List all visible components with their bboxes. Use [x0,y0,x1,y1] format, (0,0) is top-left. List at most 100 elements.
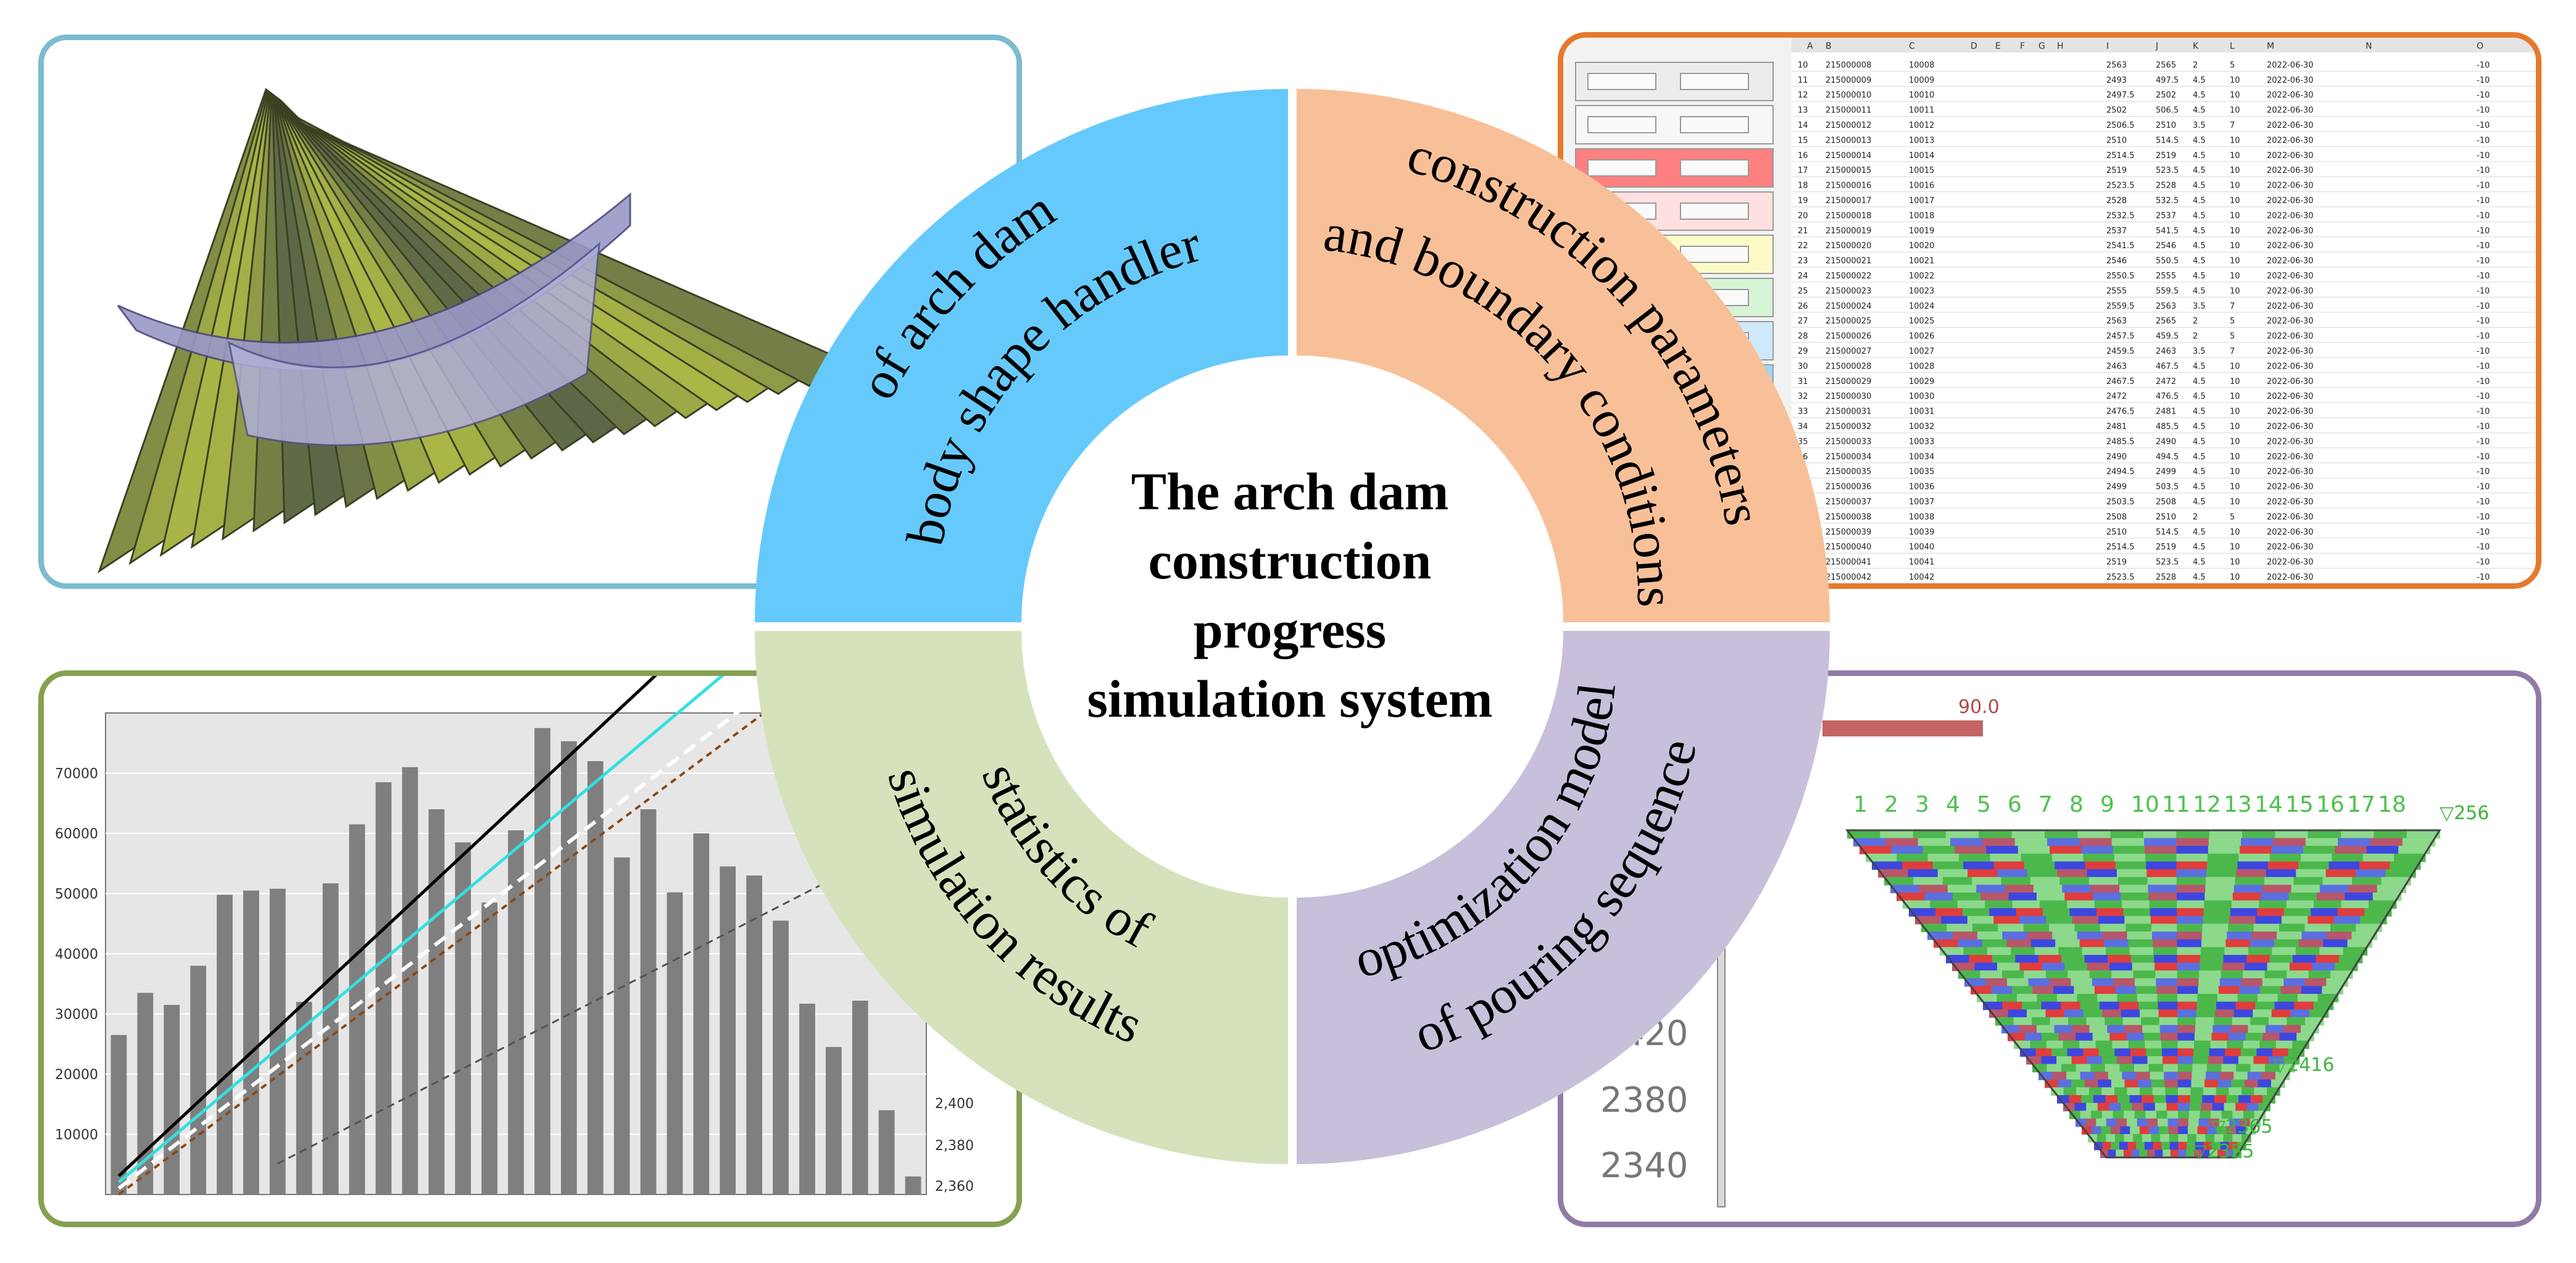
pour-block [2214,1017,2233,1026]
pour-block [2203,908,2231,917]
pour-block [2215,1009,2235,1018]
sheet-cell: 215000010 [1826,91,1871,100]
pour-block [2345,892,2374,901]
pour-block [2225,939,2251,948]
pour-block [1897,853,1929,862]
pour-block [2402,838,2436,847]
sheet-cell: 7 [2230,302,2235,311]
stats-bar [825,1047,842,1194]
stats-bar [164,1004,180,1194]
pour-block [2207,853,2240,862]
pour-block [2079,838,2113,847]
pour-block [2177,915,2204,925]
pour-block [2063,1040,2080,1049]
pour-block [2201,939,2227,948]
sheet-cell: 14 [1798,121,1808,130]
sheet-cell: 2550.5 [2106,272,2135,281]
pour-column-number: 4 [1946,792,1960,817]
arch-face [227,241,600,446]
pour-block [2258,994,2279,1002]
sheet-cell: 3.5 [2193,302,2206,311]
pour-block [2109,1033,2127,1041]
sheet-cell: -10 [2477,452,2490,462]
pour-block [2177,1001,2198,1011]
pour-block [2080,1111,2092,1119]
pour-block [1927,853,1960,862]
pour-block [2177,932,2203,940]
pour-block [1974,962,1998,972]
sheet-cell: 215000022 [1826,272,1871,281]
sheet-cell: 2510 [2156,512,2176,522]
sheet-cell: 10 [2230,151,2240,160]
stats-bar [110,1035,127,1194]
pour-block [2130,1048,2147,1057]
pour-block [2224,1103,2237,1112]
pour-block [2333,915,2361,925]
pour-block [2224,947,2249,956]
sheet-column-header: D [1971,41,1977,51]
pour-block [2106,1134,2116,1143]
pour-block [1952,932,1978,940]
pour-block [2237,994,2258,1002]
pour-block [2243,970,2266,979]
pour-block [2038,954,2063,964]
pour-block [2178,1149,2187,1158]
pour-block [2272,1048,2289,1057]
pour-block [2366,846,2399,854]
sheet-column-header: A [1807,41,1813,51]
pour-block [2279,1033,2298,1041]
sheet-cell: 10 [2230,392,2240,401]
pour-block [1942,877,1973,886]
pour-block [2113,1111,2125,1119]
pour-block [2304,923,2331,933]
pour-block [2195,1025,2214,1034]
pour-block [2198,1118,2210,1127]
pour-block [2163,1064,2179,1073]
pour-block [2046,1064,2063,1073]
sheet-cell: 2022-06-30 [2267,467,2314,477]
pour-block [2356,923,2382,933]
pour-block [1985,978,2008,987]
pour-block [2139,1149,2148,1158]
pour-block [2232,1017,2251,1026]
pour-block [2230,908,2258,917]
pour-block [2064,892,2093,901]
sheet-column-header: J [2155,41,2158,51]
pour-block [2146,1048,2163,1057]
sheet-cell: 24 [1798,272,1808,281]
pour-block [2255,915,2282,925]
pour-block [1930,900,1958,909]
pour-block [2061,954,2085,964]
pour-block [1963,947,1988,956]
sheet-cell: 3.5 [2193,121,2206,130]
pour-block [2202,923,2229,933]
pour-block [2205,1072,2221,1080]
pour-block [2177,947,2201,956]
pour-block [2238,853,2271,862]
sheet-cell: 2565 [2156,317,2176,326]
sheet-cell: 10015 [1909,166,1934,175]
pour-block [2187,1141,2196,1151]
pour-block [2149,1126,2160,1135]
pour-block [1987,947,2012,956]
pour-block [1952,892,1982,901]
pour-block [2225,1048,2242,1057]
pour-block [1946,830,1980,839]
pour-block [2084,954,2109,964]
pour-block [2021,853,2053,862]
sheet-cell: 2022-06-30 [2267,332,2314,341]
pour-block [2194,1033,2212,1041]
pour-block [2216,1126,2227,1135]
pour-block [2219,1118,2230,1127]
pour-block [2235,1103,2248,1112]
pour-block [2022,1001,2042,1011]
sheet-cell: 10039 [1909,528,1934,537]
pour-block [2113,846,2146,854]
pour-block [2064,1009,2084,1018]
sheet-cell: 215000024 [1826,302,1871,311]
pour-block [2221,1064,2237,1073]
sheet-panel-button [1587,159,1656,177]
sheet-cell: 33 [1798,407,1808,417]
pour-block [1947,923,1973,933]
pour-block [2274,1001,2295,1011]
